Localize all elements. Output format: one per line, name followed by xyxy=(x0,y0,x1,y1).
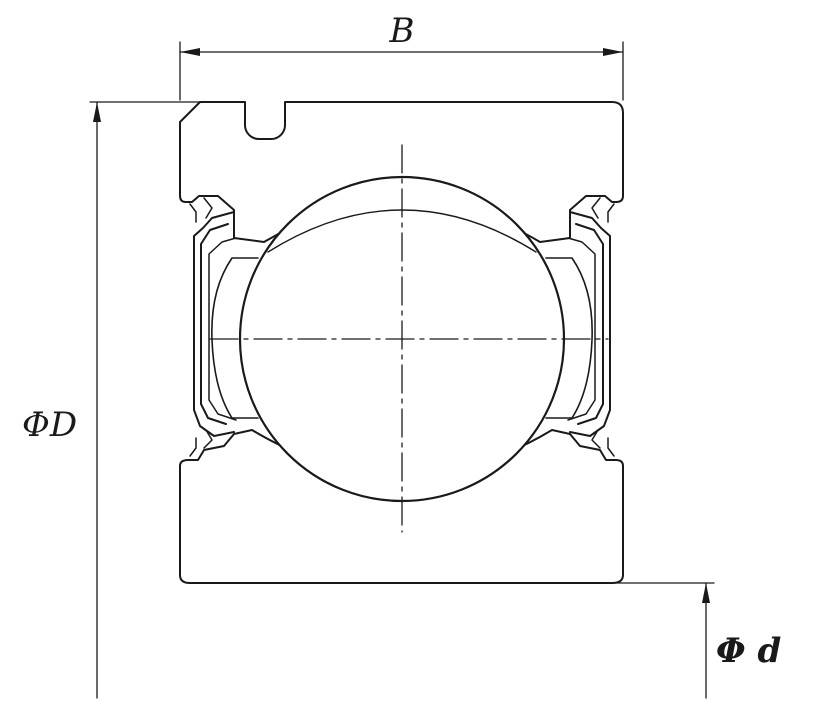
dimension-outer-diameter xyxy=(89,101,206,699)
left-shield xyxy=(189,197,237,457)
inner-ring-section xyxy=(179,429,624,584)
arrowhead-bottom xyxy=(702,583,710,603)
arrowhead-right xyxy=(603,48,623,56)
label-width: B xyxy=(389,11,415,51)
outer-ring-section xyxy=(179,101,624,243)
dimension-bore-diameter xyxy=(611,582,715,699)
label-bore-diameter: Φ d xyxy=(716,631,781,671)
arrowhead-left xyxy=(180,48,200,56)
label-outer-diameter: ΦD xyxy=(22,405,77,445)
arrowhead-top xyxy=(93,102,101,122)
dimension-b xyxy=(179,41,624,101)
right-shield xyxy=(567,197,615,457)
